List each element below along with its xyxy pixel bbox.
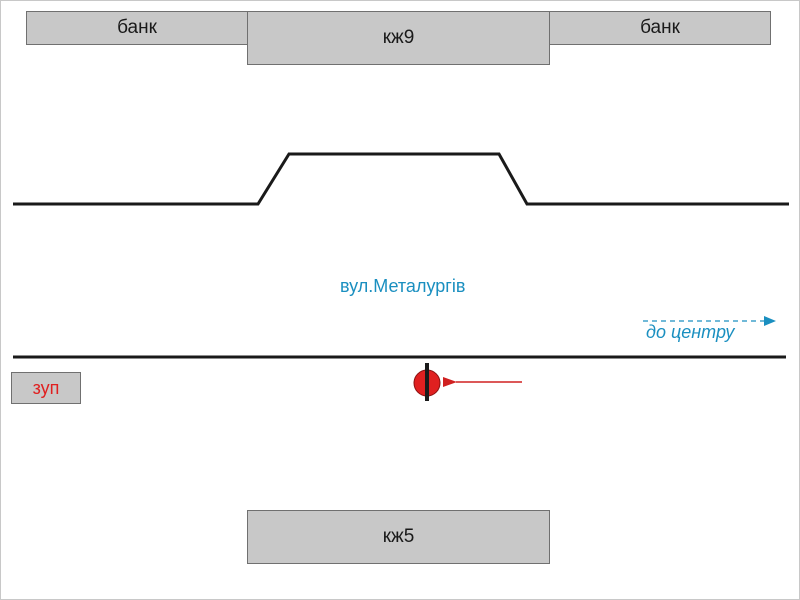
road-edge-north (13, 152, 789, 206)
building-bank-right: банк (549, 11, 771, 45)
bus-stop-sign: зуп (11, 372, 81, 404)
building-bank-right-label: банк (640, 17, 680, 38)
building-kzh5-label: кж5 (382, 526, 415, 547)
building-bank-left: банк (26, 11, 248, 45)
building-kzh5: кж5 (247, 510, 550, 564)
building-kzh9: кж9 (247, 11, 550, 65)
building-bank-left-label: банк (117, 17, 157, 38)
building-kzh9-label: кж9 (382, 27, 415, 48)
street-name-label: вул.Металургів (340, 276, 466, 296)
bus-stop-label: зуп (32, 377, 60, 398)
location-marker-icon (413, 363, 441, 401)
direction-label: до центру (646, 322, 735, 342)
